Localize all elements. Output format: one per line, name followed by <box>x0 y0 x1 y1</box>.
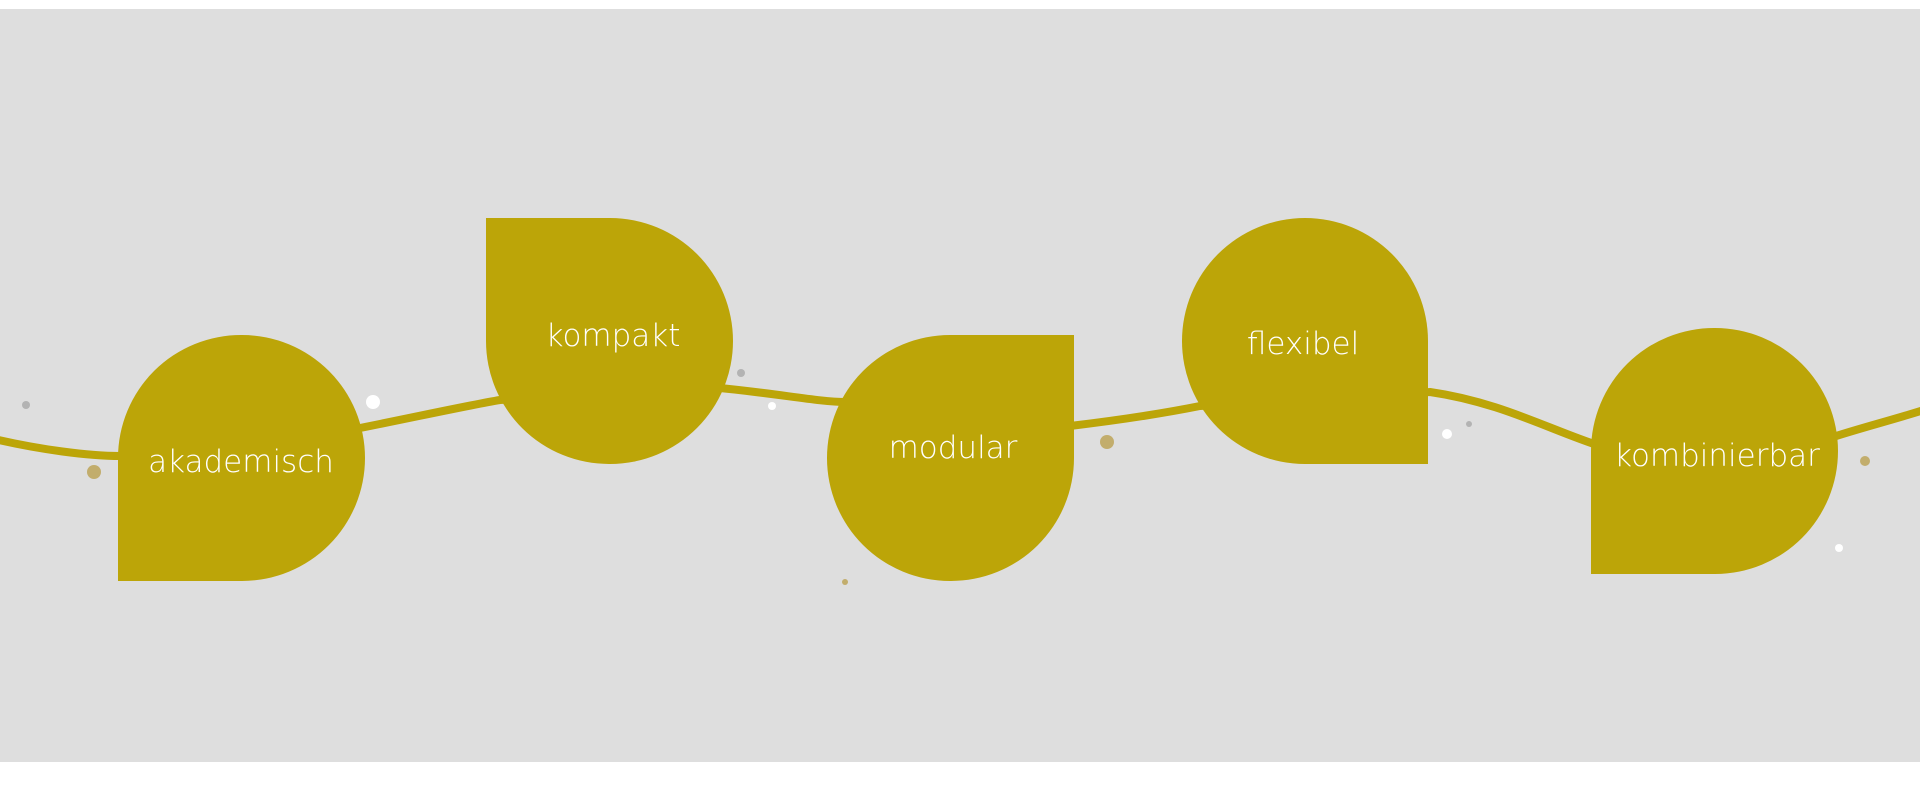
step-shape-kombinierbar <box>1591 327 1838 574</box>
decor-dot <box>1860 456 1870 466</box>
decor-dot <box>768 402 776 410</box>
decor-dot <box>842 579 848 585</box>
decor-dot <box>87 465 101 479</box>
decor-dot <box>366 395 380 409</box>
decor-dot <box>1835 544 1843 552</box>
step-label-modular: modular <box>889 430 1018 466</box>
decor-dot <box>22 401 30 409</box>
step-shape-akademisch <box>118 334 365 581</box>
step-label-kombinierbar: kombinierbar <box>1614 438 1820 474</box>
step-shape-kompakt <box>485 218 733 465</box>
step-label-flexibel: flexibel <box>1247 326 1359 362</box>
step-shape-flexibel <box>1182 218 1428 464</box>
step-label-akademisch: akademisch <box>148 444 334 480</box>
decor-dot <box>1100 435 1114 449</box>
decor-dot <box>1466 421 1472 427</box>
step-label-kompakt: kompakt <box>546 318 681 354</box>
decor-dot <box>737 369 745 377</box>
step-shape-modular <box>827 335 1074 582</box>
decor-dot <box>1442 429 1452 439</box>
